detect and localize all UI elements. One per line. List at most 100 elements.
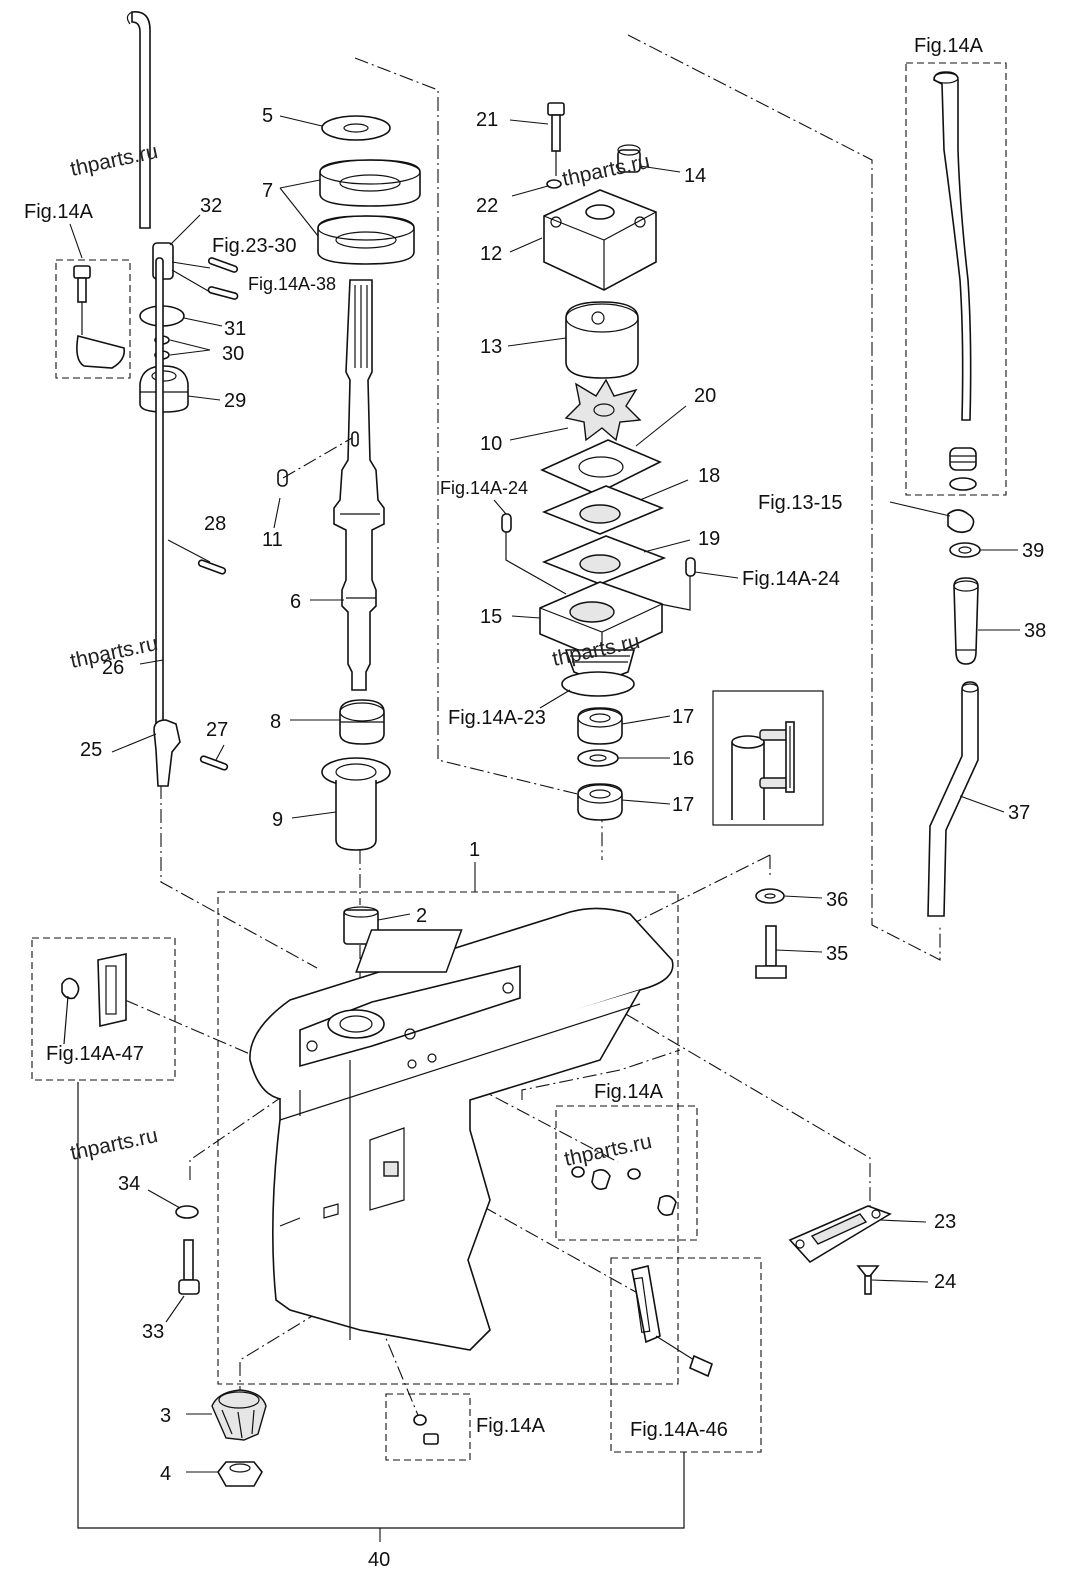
chain-line-bottom — [369, 1299, 421, 1421]
callout-36: 36 — [826, 889, 848, 911]
shift-rod-26 — [155, 257, 164, 729]
fig-ref-14a-47: Fig.14A-47 — [46, 1043, 144, 1065]
water-tube-14a — [933, 71, 972, 421]
pump-housing-12 — [543, 189, 657, 291]
chain-line-47 — [124, 999, 311, 1081]
dowel-pin-right — [685, 557, 696, 577]
housing-group-box — [217, 891, 679, 1385]
insert-cartridge-13 — [565, 301, 639, 379]
chain-line-23 — [584, 989, 871, 1210]
callout-2: 2 — [416, 905, 427, 927]
bolt-14a-shank — [77, 277, 87, 303]
pin-27 — [199, 755, 229, 771]
grommet-29 — [139, 365, 189, 413]
callout-38: 38 — [1024, 620, 1046, 642]
callout-37: 37 — [1008, 802, 1030, 824]
callout-18: 18 — [698, 465, 720, 487]
sleeve-9 — [321, 757, 391, 851]
impeller-10 — [564, 378, 642, 442]
callout-11: 11 — [262, 529, 283, 551]
callout-10: 10 — [480, 433, 502, 455]
fig14a-top-left-box — [55, 259, 131, 379]
fig-ref-23-30: Fig.23-30 — [212, 235, 297, 257]
fig-ref-14a-mid: Fig.14A — [594, 1081, 664, 1103]
fig14a-top-right-box — [905, 62, 1007, 496]
gasket-20 — [540, 439, 662, 495]
plate-15 — [539, 581, 663, 661]
callout-14: 14 — [684, 165, 706, 187]
callout-25: 25 — [80, 739, 102, 761]
fig-ref-14a-24-left: Fig.14A-24 — [440, 478, 528, 498]
clip-detail-box — [712, 690, 824, 826]
grommet-13-15 — [947, 509, 975, 534]
callout-22: 22 — [476, 195, 498, 217]
callout-35: 35 — [826, 943, 848, 965]
shift-joint-25 — [153, 719, 181, 787]
callout-9: 9 — [272, 809, 283, 831]
oil-seal-17a — [577, 707, 623, 745]
cover-14a-47 — [97, 953, 127, 1027]
callout-3: 3 — [160, 1405, 171, 1427]
fig-ref-14a-23: Fig.14A-23 — [448, 707, 546, 729]
callout-8: 8 — [270, 711, 281, 733]
callout-30: 30 — [222, 343, 244, 365]
callout-16: 16 — [672, 748, 694, 770]
pin-23-30 — [207, 257, 239, 273]
fig14a-bottom-box — [385, 1393, 471, 1461]
key-11 — [277, 469, 288, 487]
grommet-14 — [617, 144, 641, 173]
fig-ref-14a-top-left: Fig.14A — [24, 201, 94, 223]
washer-22 — [546, 179, 562, 189]
grommet-38 — [953, 577, 979, 665]
seal-housing — [564, 649, 636, 679]
screw-24 — [856, 1265, 880, 1295]
clip-detail-illustration — [731, 721, 795, 820]
callout-26: 26 — [102, 657, 124, 679]
fig-ref-13-15: Fig.13-15 — [758, 492, 843, 514]
callout-39: 39 — [1022, 540, 1044, 562]
callout-34: 34 — [118, 1173, 140, 1195]
fig-ref-14a-bottom: Fig.14A — [476, 1415, 546, 1437]
bolt-21 — [547, 102, 565, 152]
grommet-14a-47 — [61, 977, 80, 1045]
drive-shaft-splines — [340, 285, 380, 599]
chain-line-pump — [627, 34, 941, 961]
callout-5: 5 — [262, 105, 273, 127]
fig14a-46-box — [610, 1257, 762, 1453]
callout-6: 6 — [290, 591, 301, 613]
watermark-5: thparts.ru — [68, 1124, 160, 1165]
callout-23: 23 — [934, 1211, 956, 1233]
callout-19: 19 — [698, 528, 720, 550]
washer-36 — [755, 888, 785, 904]
washer-16 — [577, 749, 619, 767]
callout-15: 15 — [480, 606, 502, 628]
pinion-gear-3 — [211, 1389, 267, 1441]
water-tube-37 — [927, 681, 979, 917]
callout-20: 20 — [694, 385, 716, 407]
washer-5 — [321, 115, 391, 141]
bearing-7a — [319, 159, 421, 207]
callout-1: 1 — [469, 839, 480, 861]
grommet-14a-b — [949, 477, 977, 491]
anode-plate-23 — [788, 1205, 892, 1264]
bolt-35 — [755, 925, 787, 979]
fig-ref-14a-24-right: Fig.14A-24 — [742, 568, 840, 590]
fig-ref-14a-46: Fig.14A-46 — [630, 1419, 728, 1441]
callout-17a: 17 — [672, 706, 694, 728]
callout-12: 12 — [480, 243, 502, 265]
fig-ref-14a-38: Fig.14A-38 — [248, 274, 336, 294]
pin-14a-38 — [207, 286, 239, 300]
callout-4: 4 — [160, 1463, 171, 1485]
chain-line-fig14a-mid — [521, 1049, 681, 1100]
lower-casing-1 — [249, 907, 674, 1351]
bracket-14a — [76, 335, 126, 369]
callout-33: 33 — [142, 1321, 164, 1343]
cover-14a-46 — [631, 1265, 713, 1378]
callout-7: 7 — [262, 180, 273, 202]
water-tube — [131, 11, 151, 229]
fig-ref-14a-top-right: Fig.14A — [914, 35, 984, 57]
water-tube-top — [126, 11, 133, 25]
callout-24: 24 — [934, 1271, 956, 1293]
pin-28 — [197, 559, 227, 575]
